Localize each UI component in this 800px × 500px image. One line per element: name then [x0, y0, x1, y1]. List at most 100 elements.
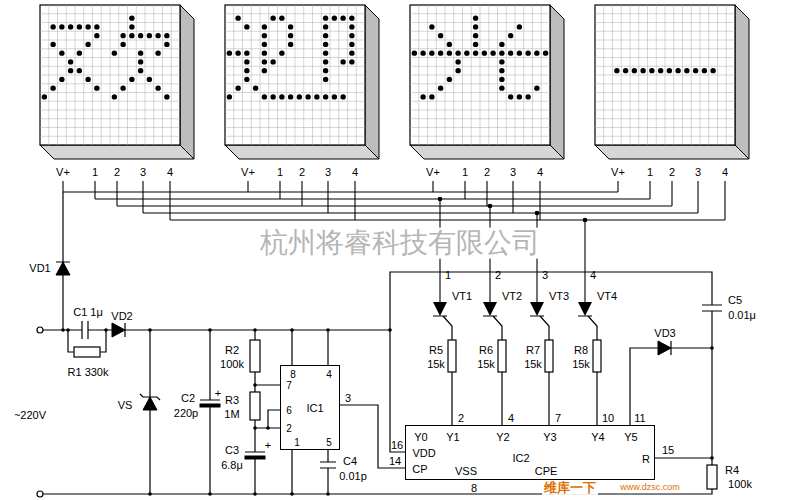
led-matrix-panel-part: [155, 85, 160, 90]
led-matrix-panel-part: [464, 181, 465, 199]
led-matrix-panel-part: [595, 118, 735, 119]
pin-name: Y0: [414, 432, 427, 443]
led-matrix-panel-part: [330, 5, 331, 145]
led-matrix-panel-part: [332, 94, 337, 99]
led-matrix-panel-part: [499, 50, 504, 55]
led-matrix-panel-part: [279, 15, 284, 20]
led-matrix-panel-part: [332, 15, 337, 20]
component-label: 15k: [477, 358, 495, 370]
led-matrix-panel-part: [288, 94, 293, 99]
wires-part: [43, 489, 712, 494]
led-matrix-panel-part: [347, 5, 348, 145]
junction-dots-part: [66, 328, 70, 332]
component-label: ~220V: [14, 409, 46, 421]
led-matrix-panel-part: [649, 181, 650, 199]
led-matrix-panel-part: [235, 85, 240, 90]
led-matrix-panel-part: [323, 68, 328, 73]
pin-name: Y1: [446, 432, 459, 443]
component-label: VT1: [452, 290, 472, 302]
led-matrix-panel-part: [68, 68, 73, 73]
junction-dots-part: [253, 383, 257, 387]
led-matrix-panel-part: [235, 50, 240, 55]
bus-wires-part: [488, 204, 492, 208]
wires: [43, 192, 722, 494]
pin-label: 2: [669, 166, 675, 178]
led-matrix-panel-part: [455, 68, 460, 73]
led-matrix-panel-part: [708, 5, 709, 145]
component-label: 15k: [572, 358, 590, 370]
pin-label: 1: [92, 166, 98, 178]
component-label: 15k: [427, 358, 445, 370]
chip-name: IC1: [306, 403, 323, 414]
resistors-part: [250, 340, 260, 372]
led-matrix-panel-part: [543, 50, 548, 55]
led-matrix-panel-part: [323, 24, 328, 29]
led-matrix-panel-part: [59, 50, 64, 55]
resistors: [37, 327, 717, 497]
ic-chip: Y0Y1Y2Y3Y4Y5VDDCPIC2VSSCPER: [405, 425, 655, 480]
led-matrix-panel-part: [136, 5, 137, 145]
led-matrix-panel-part: [262, 24, 267, 29]
thyristor-stage-part: [483, 302, 497, 316]
led-matrix-panel-part: [225, 136, 365, 137]
led-matrix-panel-part: [164, 94, 169, 99]
led-matrix-panel-part: [279, 94, 284, 99]
led-matrix-panel-part: [40, 118, 180, 119]
led-matrix-panel-part: [225, 127, 365, 128]
led-matrix-panel-part: [288, 24, 293, 29]
pin-name: VSS: [455, 466, 477, 477]
pin-name: CPE: [535, 466, 558, 477]
led-matrix-panel-part: [112, 50, 117, 55]
led-matrix-panel-part: [244, 50, 249, 55]
led-matrix-panel-part: [147, 77, 152, 82]
component-label: VT4: [597, 290, 617, 302]
bus-wires-part: [584, 220, 585, 302]
led-matrix-panel-part: [244, 59, 249, 64]
thyristor-stage-part: [578, 302, 592, 316]
led-matrix-panel-part: [169, 181, 170, 220]
bus-wires-part: [95, 198, 650, 199]
wires-part: [56, 262, 125, 337]
led-matrix-panel-part: [244, 77, 249, 82]
led-matrix-panel-part: [301, 181, 302, 206]
component-label: VT2: [502, 290, 522, 302]
led-matrix-panel-part: [517, 94, 522, 99]
led-matrix-panel-part: [116, 181, 117, 206]
led-matrix-panel-part: [262, 50, 267, 55]
component-label: 100k: [728, 478, 752, 490]
led-matrix-panel-part: [354, 181, 355, 220]
led-matrix-panel-part: [305, 94, 310, 99]
led-matrix-panel-part: [323, 94, 328, 99]
component-label: R4: [725, 464, 739, 476]
led-matrix-panel-part: [112, 94, 117, 99]
led-matrix-panel-part: [550, 5, 564, 159]
led-matrix-panel-part: [262, 33, 267, 38]
led-matrix-panel-part: [225, 5, 365, 145]
led-matrix-panel-part: [508, 33, 513, 38]
led-matrix-panel-part: [717, 5, 718, 145]
led-matrix-panel-part: [464, 50, 469, 55]
led-matrix-panel-part: [262, 94, 267, 99]
junction-dots-part: [208, 492, 212, 496]
component-label: 7: [555, 412, 561, 424]
component-label: 1: [445, 269, 451, 281]
led-matrix-panel-part: [94, 181, 95, 199]
led-matrix-panel-part: [50, 85, 55, 90]
led-matrix-panel-part: [429, 94, 434, 99]
led-matrix-panel-part: [40, 110, 180, 111]
led-matrix-panel-part: [40, 5, 180, 145]
junction-dots-part: [253, 328, 257, 332]
led-matrix-panel-part: [632, 68, 637, 73]
junction-dots-part: [266, 426, 270, 430]
symbols-part: [200, 404, 220, 407]
led-matrix-panel-part: [595, 110, 735, 111]
junction-dots-part: [326, 492, 330, 496]
led-matrix-panel-part: [147, 33, 152, 38]
led-matrix-panel-part: [138, 50, 143, 55]
led-matrix-panel-part: [235, 15, 240, 20]
led-matrix-panel-part: [473, 33, 478, 38]
led-matrix-panel-part: [94, 85, 99, 90]
led-matrix-panel: [40, 5, 194, 220]
led-matrix-panel-part: [499, 59, 504, 64]
led-matrix-panel-part: [691, 5, 692, 145]
